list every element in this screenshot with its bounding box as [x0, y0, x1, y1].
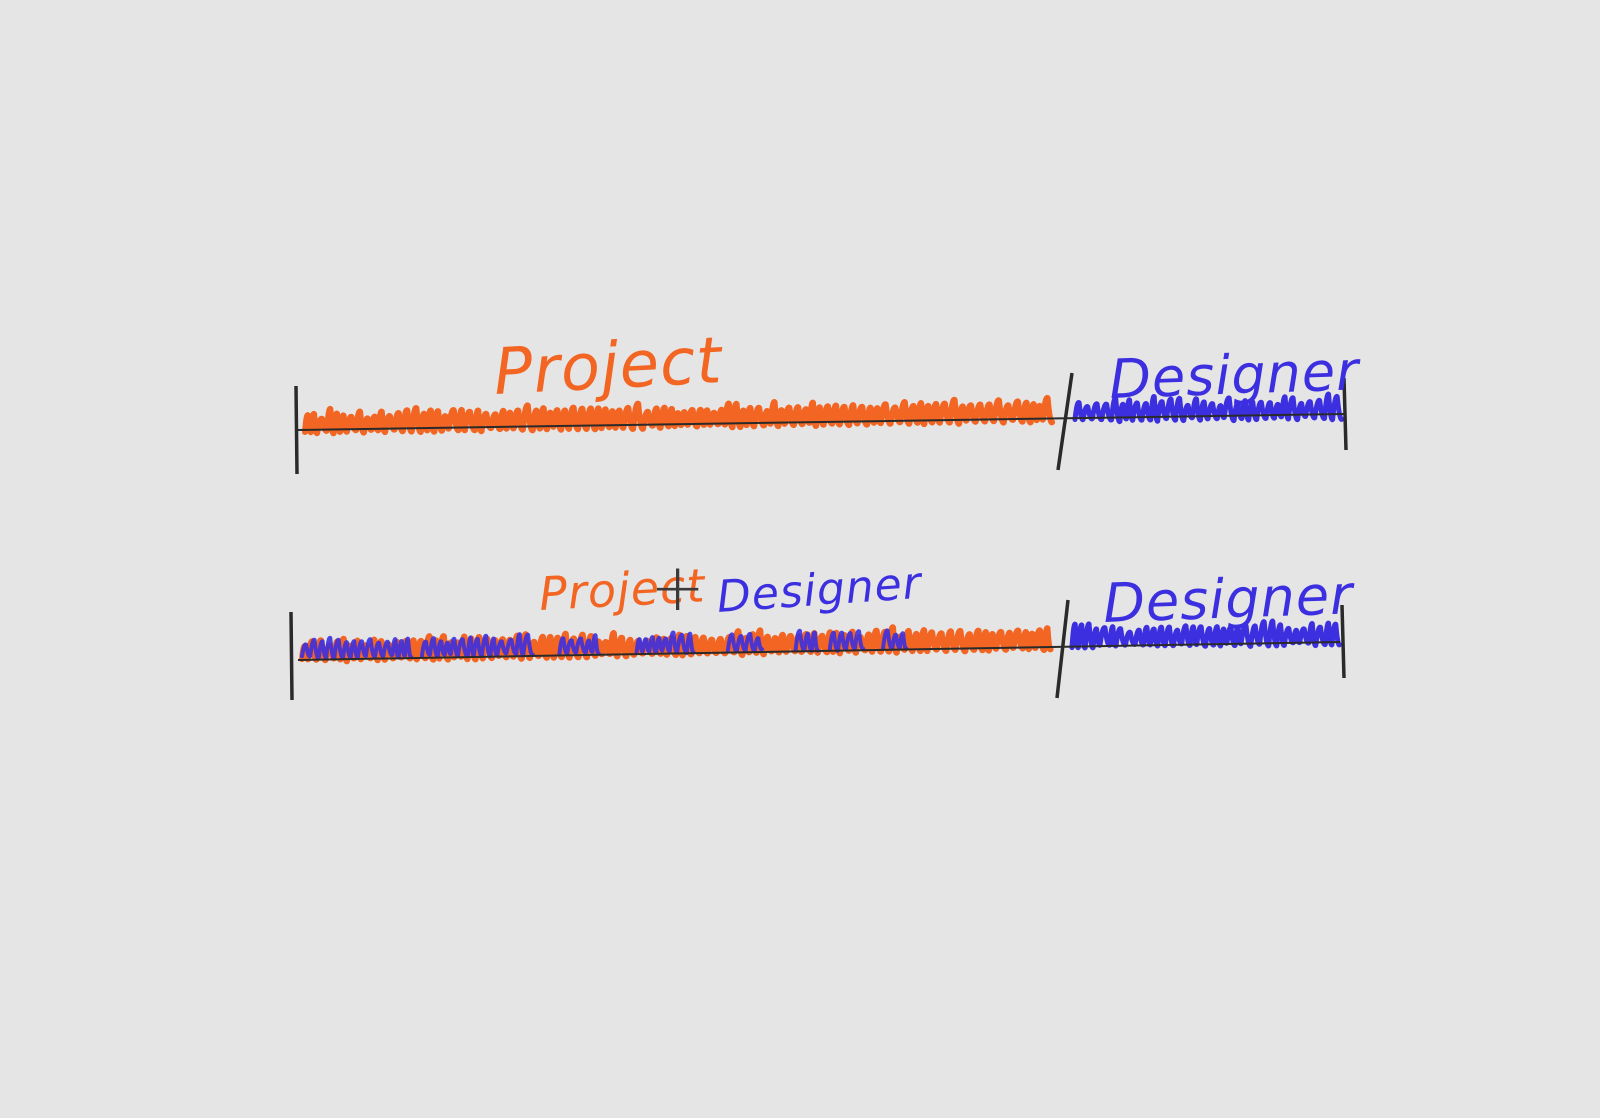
tick-start — [289, 611, 294, 701]
plus-sign: + — [650, 549, 705, 626]
timeline-axis — [297, 413, 1346, 431]
designer-label: Designer — [1102, 563, 1356, 635]
designer-label-combined: Designer — [715, 558, 925, 623]
project-scribble — [302, 394, 1056, 437]
tick-start — [294, 385, 299, 475]
tick-divider — [1055, 599, 1070, 699]
designer-label: Designer — [1108, 339, 1362, 411]
project-label: Project — [538, 558, 708, 621]
designer-scribble — [1072, 391, 1345, 425]
timeline-row-1: Project Designer — [294, 324, 1362, 475]
timeline-row-2: Project + Designer Designer — [289, 549, 1356, 701]
tick-divider — [1056, 372, 1074, 471]
designer-scribble — [1069, 618, 1343, 651]
tick-end — [1342, 377, 1348, 451]
tick-end — [1340, 604, 1346, 679]
timeline-axis — [297, 641, 1341, 661]
project-label: Project — [492, 324, 726, 410]
